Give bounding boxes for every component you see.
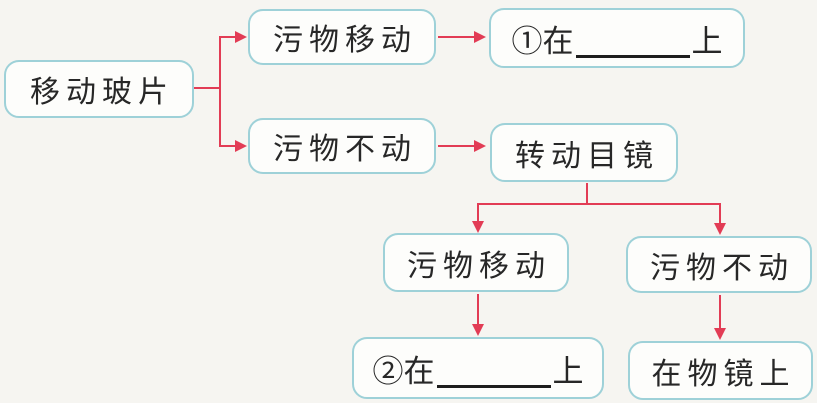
node-answer-1-suffix: 上: [691, 23, 723, 60]
node-dirt-still-1-label: 污物不动: [273, 132, 417, 167]
connector-to-dirt-still-1: [219, 145, 237, 147]
arrowhead-on-objective: [714, 328, 726, 340]
node-dirt-moves-1: 污物移动: [248, 9, 436, 65]
node-answer-2-suffix: 上: [552, 353, 584, 390]
node-dirt-moves-2-label: 污物移动: [407, 248, 551, 284]
node-answer-2: ②在 上: [352, 337, 604, 399]
arrowhead-answer-1: [474, 31, 486, 43]
connector-lower-fork-horizontal: [477, 203, 720, 205]
arrowhead-to-dirt-still-1: [235, 140, 247, 152]
arrowhead-dirt-still-2: [714, 223, 726, 235]
node-on-objective: 在物镜上: [628, 341, 813, 400]
answer-1-blank-line: [575, 24, 690, 58]
connector-fork-vertical: [219, 36, 221, 147]
node-on-objective-label: 在物镜上: [651, 356, 796, 392]
connector-dirt-moves-1-to-answer-1: [438, 36, 476, 38]
answer-2-blank-line: [436, 354, 551, 388]
connector-move-slide-stem: [194, 87, 221, 89]
arrowhead-to-dirt-moves-1: [235, 31, 247, 43]
connector-dirt-moves-2-to-answer-2: [477, 294, 479, 326]
node-dirt-still-2: 污物不动: [626, 236, 812, 293]
arrowhead-rotate-eyepiece: [474, 140, 486, 152]
connector-rotate-stem: [586, 183, 588, 205]
node-answer-1-prefix: ①在: [511, 23, 574, 60]
connector-to-dirt-still-2: [719, 203, 721, 225]
connector-dirt-still-1-to-rotate: [438, 145, 476, 147]
node-rotate-eyepiece-label: 转动目镜: [515, 138, 659, 174]
connector-to-dirt-moves-1: [219, 36, 237, 38]
node-answer-1: ①在 上: [489, 8, 745, 68]
node-dirt-still-1: 污物不动: [248, 118, 436, 174]
connector-to-dirt-moves-2: [477, 203, 479, 223]
node-dirt-still-2-label: 污物不动: [650, 250, 794, 286]
node-dirt-moves-2: 污物移动: [383, 233, 569, 292]
node-rotate-eyepiece: 转动目镜: [490, 123, 678, 182]
node-move-slide-label: 移动玻片: [30, 75, 174, 110]
node-move-slide: 移动玻片: [4, 60, 194, 118]
connector-dirt-still-2-to-objective: [719, 295, 721, 330]
arrowhead-dirt-moves-2: [472, 221, 484, 233]
arrowhead-answer-2: [472, 324, 484, 336]
node-answer-2-prefix: ②在: [372, 353, 435, 390]
node-dirt-moves-1-label: 污物移动: [273, 23, 417, 58]
